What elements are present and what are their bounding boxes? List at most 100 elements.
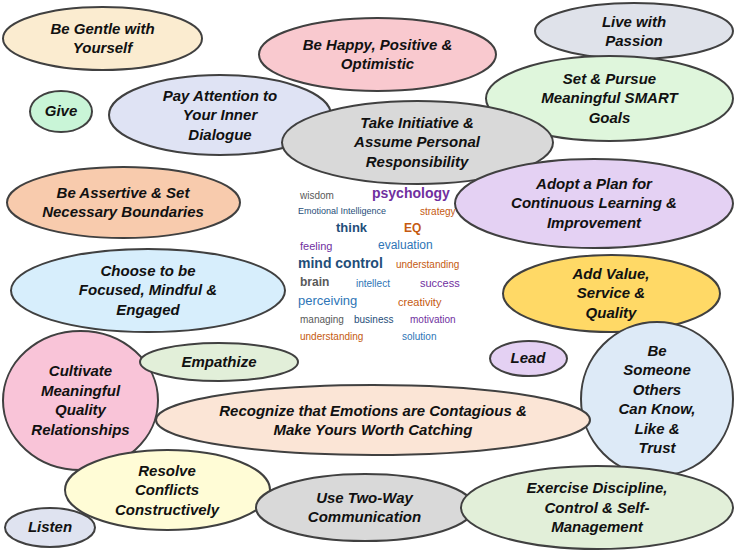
ellipse-shape	[503, 255, 720, 332]
ellipse-shape	[3, 7, 202, 70]
ellipse-label: Pay Attention to Your Inner Dialogue	[160, 86, 280, 145]
ellipse-label: Use Two-Way Communication	[290, 488, 440, 527]
ellipse-text-box: Recognize that Emotions are Contagious &…	[213, 401, 533, 440]
ellipse-text-box: Set & Pursue Meaningful SMART Goals	[535, 69, 685, 128]
ellipse-text-box: Be Assertive & Set Necessary Boundaries	[38, 183, 208, 222]
ellipse-outline	[155, 384, 591, 456]
word-cloud-word: motivation	[410, 314, 456, 325]
ellipse-label: Be Happy, Positive & Optimistic	[290, 35, 465, 74]
goal-ellipse: Empathize	[139, 342, 299, 382]
ellipse-label: Live with Passion	[579, 12, 689, 51]
ellipse-label: Be Assertive & Set Necessary Boundaries	[38, 183, 208, 222]
goal-ellipse: Be Assertive & Set Necessary Boundaries	[6, 166, 241, 239]
goal-ellipse: Recognize that Emotions are Contagious &…	[155, 384, 591, 456]
ellipse-label: Listen	[20, 517, 80, 537]
ellipse-text-box: Take Initiative & Assume Personal Respon…	[337, 113, 497, 172]
word-cloud-word: business	[354, 314, 393, 325]
goal-ellipse: Use Two-Way Communication	[255, 473, 475, 542]
ellipse-text-box: Choose to be Focused, Mindful & Engaged	[68, 261, 228, 320]
word-cloud-word: wisdom	[300, 190, 334, 201]
word-cloud-word: evaluation	[378, 239, 433, 252]
ellipse-shape	[461, 466, 733, 549]
ellipse-shape	[7, 167, 240, 238]
goal-ellipse: Resolve Conflicts Constructively	[64, 449, 271, 531]
ellipse-shape	[490, 341, 567, 376]
word-cloud-word: perceiving	[298, 294, 357, 308]
ellipse-label: Cultivate Meaningful Quality Relationshi…	[25, 361, 137, 439]
ellipse-outline	[534, 2, 734, 60]
ellipse-label: Exercise Discipline, Control & Self-Mana…	[517, 478, 677, 537]
ellipse-text-box: Listen	[20, 517, 80, 537]
word-cloud-word: creativity	[398, 296, 441, 308]
word-cloud-word: mind control	[298, 256, 383, 271]
ellipse-label: Be Gentle with Yourself	[38, 19, 168, 58]
ellipse-label: Lead	[506, 348, 551, 368]
word-cloud-word: success	[420, 277, 460, 289]
word-cloud-word: understanding	[396, 259, 459, 270]
word-cloud-word: Emotional Intelligence	[298, 207, 386, 217]
ellipse-shape	[455, 159, 733, 248]
ellipse-shape	[65, 450, 270, 530]
goal-ellipse: Adopt a Plan for Continuous Learning & I…	[454, 158, 734, 249]
goal-ellipse: Choose to be Focused, Mindful & Engaged	[10, 248, 286, 333]
ellipse-label: Empathize	[164, 352, 274, 372]
ellipse-shape	[535, 3, 733, 59]
ellipse-shape	[256, 474, 474, 541]
word-cloud-word: strategy	[420, 206, 456, 217]
ellipse-text-box: Exercise Discipline, Control & Self-Mana…	[517, 478, 677, 537]
ellipse-text-box: Adopt a Plan for Continuous Learning & I…	[504, 174, 684, 233]
ellipse-shape	[3, 331, 158, 470]
goal-ellipse: Be Happy, Positive & Optimistic	[258, 17, 497, 92]
goal-ellipse: Give	[29, 90, 93, 133]
goal-ellipse: Be Someone Others Can Know, Like & Trust	[580, 321, 734, 477]
goal-ellipse: Listen	[4, 507, 96, 548]
ellipse-label: Recognize that Emotions are Contagious &…	[213, 401, 533, 440]
ellipse-shape	[5, 508, 95, 547]
ellipse-outline	[6, 166, 241, 239]
word-cloud-word: brain	[300, 276, 329, 289]
ellipse-label: Adopt a Plan for Continuous Learning & I…	[504, 174, 684, 233]
ellipse-text-box: Pay Attention to Your Inner Dialogue	[160, 86, 280, 145]
ellipse-label: Give	[41, 101, 81, 121]
goal-ellipse: Live with Passion	[534, 2, 734, 60]
ellipse-label: Be Someone Others Can Know, Like & Trust	[617, 341, 697, 458]
ellipse-text-box: Give	[41, 101, 81, 121]
ellipse-label: Add Value, Service & Quality	[556, 264, 666, 323]
goal-ellipse: Be Gentle with Yourself	[2, 6, 203, 71]
ellipse-text-box: Empathize	[164, 352, 274, 372]
word-cloud-word: understanding	[300, 331, 363, 342]
ellipse-outline	[2, 330, 159, 471]
ellipse-text-box: Use Two-Way Communication	[290, 488, 440, 527]
ellipse-text-box: Add Value, Service & Quality	[556, 264, 666, 323]
goal-ellipse: Exercise Discipline, Control & Self-Mana…	[460, 465, 734, 550]
ellipse-text-box: Live with Passion	[579, 12, 689, 51]
ellipse-label: Set & Pursue Meaningful SMART Goals	[535, 69, 685, 128]
word-cloud-word: solution	[402, 331, 436, 342]
word-cloud-word: EQ	[404, 222, 421, 235]
ellipse-label: Choose to be Focused, Mindful & Engaged	[68, 261, 228, 320]
ellipse-outline	[258, 17, 497, 92]
ellipse-text-box: Resolve Conflicts Constructively	[112, 461, 222, 520]
ellipse-text-box: Be Happy, Positive & Optimistic	[290, 35, 465, 74]
ellipse-outline	[2, 6, 203, 71]
goal-ellipse: Lead	[489, 340, 568, 377]
ellipse-shape	[30, 91, 92, 132]
ellipse-shape	[581, 322, 733, 476]
ellipse-text-box: Cultivate Meaningful Quality Relationshi…	[25, 361, 137, 439]
goal-ellipse: Cultivate Meaningful Quality Relationshi…	[2, 330, 159, 471]
ellipse-shape	[11, 249, 285, 332]
word-cloud-word: managing	[300, 314, 344, 325]
word-cloud-word: intellect	[356, 278, 390, 289]
word-cloud-patch	[294, 184, 474, 348]
ellipse-text-box: Be Someone Others Can Know, Like & Trust	[617, 341, 697, 458]
goal-ellipse: Add Value, Service & Quality	[502, 254, 721, 333]
ellipse-text-box: Be Gentle with Yourself	[38, 19, 168, 58]
word-cloud-word: psychology	[372, 186, 450, 201]
ellipse-shape	[140, 343, 298, 381]
ellipse-label: Resolve Conflicts Constructively	[112, 461, 222, 520]
ellipse-label: Take Initiative & Assume Personal Respon…	[337, 113, 497, 172]
word-cloud-word: think	[336, 221, 367, 235]
ellipse-shape	[156, 385, 590, 455]
ellipse-shape	[259, 18, 496, 91]
